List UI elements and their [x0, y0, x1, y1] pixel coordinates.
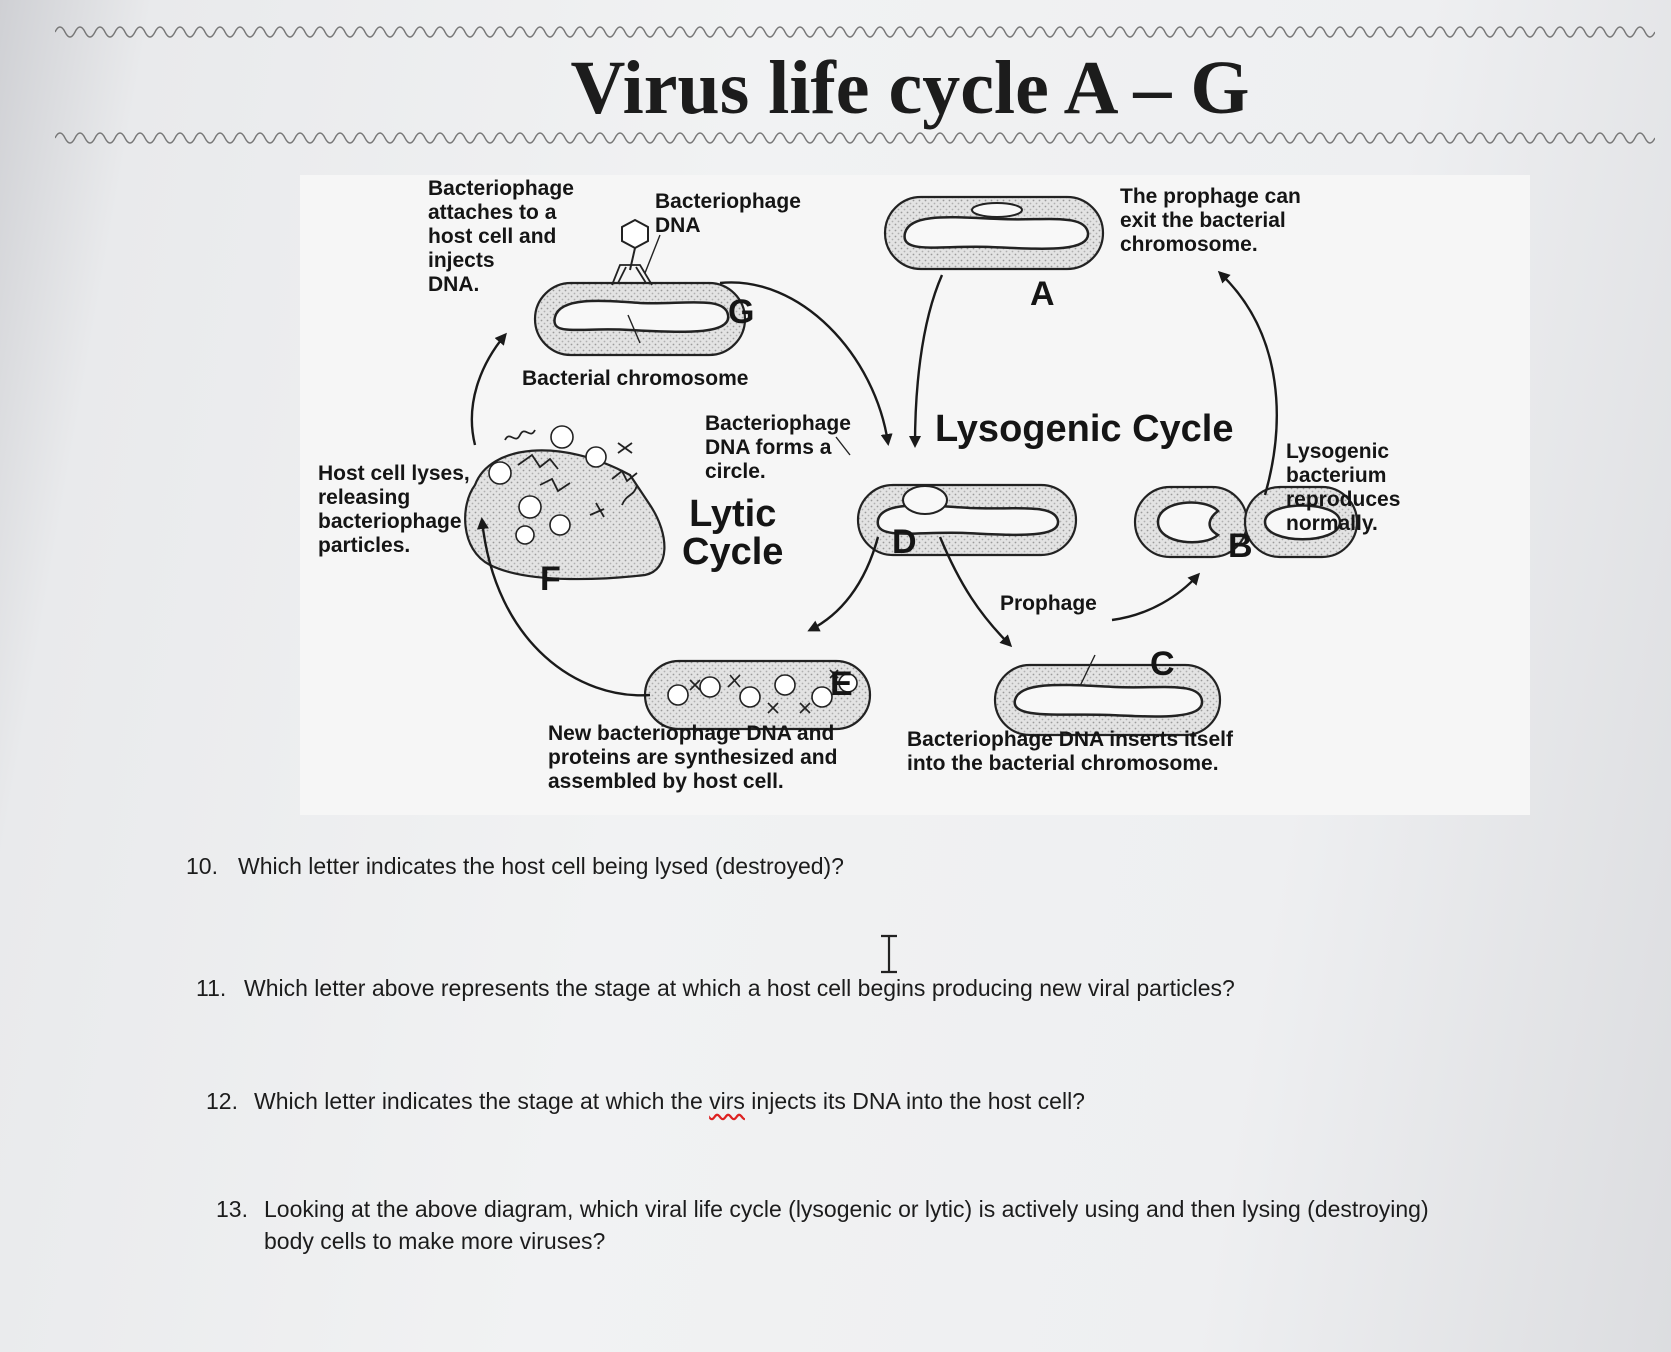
question-12: 12. Which letter indicates the stage at …: [206, 1085, 1456, 1117]
question-number: 11.: [196, 975, 227, 1001]
arrow-c-to-b: [1111, 572, 1201, 622]
question-number: 12.: [206, 1088, 238, 1114]
text-cursor-icon: [881, 934, 897, 974]
label-bacterial-chromosome: Bacterial chromosome: [522, 367, 749, 390]
question-text-before: Which letter indicates the stage at whic…: [254, 1088, 710, 1114]
lysogenic-cycle-label: Lysogenic Cycle: [935, 408, 1234, 450]
question-13: 13. Looking at the above diagram, which …: [216, 1193, 1446, 1257]
lytic-cycle-label: Lytic Cycle: [682, 493, 784, 573]
letter-g: G: [728, 293, 755, 331]
label-host-cell-lyses: Host cell lyses, releasing bacteriophage…: [318, 462, 470, 557]
cell-d: [856, 483, 1078, 557]
arrow-f-to-g: [470, 332, 507, 446]
cell-c: [993, 654, 1222, 737]
question-11: 11. Which letter above represents the st…: [196, 972, 1496, 1004]
question-number: 10.: [186, 853, 218, 879]
label-dna-forms-circle: Bacteriophage DNA forms a circle.: [705, 412, 851, 483]
letter-a: A: [1030, 275, 1055, 313]
cell-b: [1133, 485, 1359, 559]
arrow-b-to-a: [1217, 270, 1278, 496]
label-phage-attaches: Bacteriophage attaches to a host cell an…: [428, 177, 574, 296]
cell-e: [643, 659, 872, 731]
question-text: Which letter indicates the host cell bei…: [238, 853, 844, 879]
misspelled-word[interactable]: virs: [709, 1088, 745, 1114]
question-10: 10. Which letter indicates the host cell…: [186, 850, 1386, 882]
cycle-arrows: [470, 270, 1278, 697]
arrow-d-to-c: [938, 536, 1013, 648]
wavy-border-top: [55, 26, 1655, 38]
arrow-g-to-d: [719, 281, 893, 446]
bacteriophage-icon: [621, 218, 649, 250]
arrow-d-to-e: [807, 536, 880, 632]
letter-c: C: [1150, 645, 1175, 683]
arrow-e-to-f: [476, 517, 651, 697]
letter-b: B: [1228, 527, 1253, 565]
label-prophage-exit: The prophage can exit the bacterial chro…: [1120, 185, 1301, 256]
question-text-after: injects its DNA into the host cell?: [744, 1088, 1085, 1114]
letter-e: E: [830, 665, 853, 703]
letter-f: F: [540, 560, 561, 598]
wavy-border-bottom: [55, 132, 1655, 144]
cell-g: [533, 218, 747, 357]
label-prophage: Prophage: [1000, 592, 1097, 615]
label-dna-inserts: Bacteriophage DNA inserts itself into th…: [907, 728, 1233, 775]
question-text: Which letter above represents the stage …: [244, 975, 1235, 1001]
diagram-graphics: [464, 195, 1359, 737]
cell-f: [464, 425, 666, 581]
label-phage-dna: Bacteriophage DNA: [655, 190, 801, 237]
virus-life-cycle-diagram: Bacteriophage attaches to a host cell an…: [300, 175, 1530, 815]
page-title: Virus life cycle A – G: [570, 46, 1250, 130]
arrow-a-to-d: [909, 274, 944, 448]
letter-d: D: [892, 523, 917, 561]
question-number: 13.: [216, 1196, 248, 1222]
question-text: Which letter indicates the stage at whic…: [206, 1085, 1456, 1117]
cell-a: [883, 195, 1105, 271]
label-lysogenic-reproduces: Lysogenic bacterium reproduces normally.: [1286, 440, 1401, 535]
question-text: Looking at the above diagram, which vira…: [264, 1196, 1429, 1254]
label-new-dna-synthesized: New bacteriophage DNA and proteins are s…: [548, 722, 838, 793]
